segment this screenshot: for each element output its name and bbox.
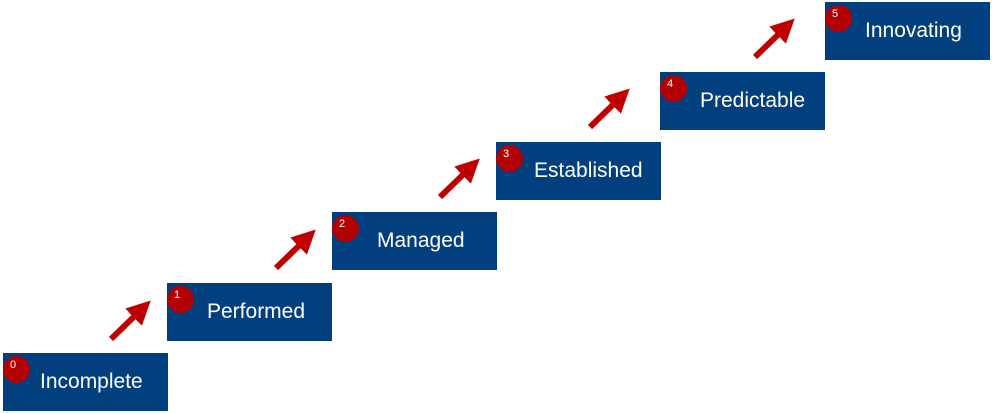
level-2-badge: 2 — [332, 215, 359, 242]
level-3-box: Established 3 — [496, 142, 661, 200]
level-3-label: Established — [534, 159, 643, 182]
level-5-box: Innovating 5 — [825, 2, 990, 60]
level-4-badge: 4 — [660, 75, 687, 102]
arrow-3-to-4 — [587, 88, 630, 130]
arrow-4-to-5 — [752, 18, 795, 60]
arrow-1-to-2 — [273, 229, 316, 271]
level-0-label: Incomplete — [40, 370, 143, 393]
level-5-label: Innovating — [865, 19, 962, 42]
level-4-label: Predictable — [700, 89, 806, 112]
level-1-label: Performed — [207, 300, 306, 323]
level-1-box: Performed 1 — [167, 283, 332, 341]
level-2-label: Managed — [377, 229, 465, 252]
level-1-badge: 1 — [167, 286, 194, 313]
level-4-box: Predictable 4 — [660, 72, 825, 130]
level-2-box: Managed 2 — [332, 212, 497, 270]
level-0-badge: 0 — [3, 356, 30, 383]
arrow-2-to-3 — [437, 158, 480, 200]
level-5-badge: 5 — [825, 5, 852, 32]
level-3-badge: 3 — [496, 145, 523, 172]
arrow-0-to-1 — [108, 300, 151, 342]
level-0-box: Incomplete 0 — [3, 353, 168, 411]
